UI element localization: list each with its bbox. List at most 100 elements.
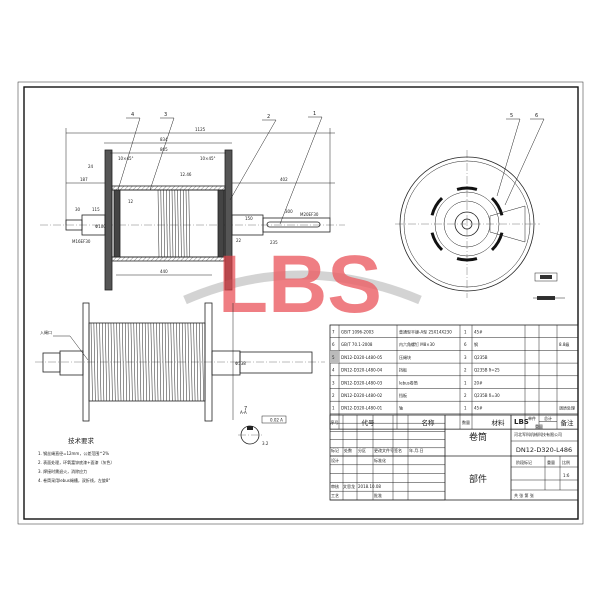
dimension-label: 300: [285, 209, 293, 214]
bom-row: 7 GB/T 1096-2003 普通型平键-A型 25X14X230 1 45#: [332, 329, 483, 335]
bom-header-qty: 数量: [462, 419, 470, 425]
tech-req-item: 2. 表面处理，环氧富锌底漆+面漆（灰色）: [38, 459, 114, 465]
bom-qty: 1: [464, 406, 467, 411]
bom-qty: 2: [464, 393, 467, 398]
bom-no: 6: [332, 342, 335, 347]
bom-material: 20#: [474, 380, 483, 385]
drawing-frame: [17, 81, 584, 525]
tech-req-item: 1. 钢丝绳直径=12mm，公差范围^2%: [38, 450, 109, 456]
dimension-label: M16EF30: [72, 239, 91, 244]
balloon-5: 5: [510, 113, 513, 119]
bom-name: 普通型平键-A型 25X14X230: [399, 329, 452, 335]
bom-name: 挡板: [399, 367, 407, 373]
bom-qty: 1: [464, 330, 467, 335]
bom-name: 内六角螺钉 M8×30: [399, 341, 435, 347]
weight-label: 重量: [547, 459, 555, 465]
bom-header-unit: 单件: [528, 415, 536, 421]
dimension-label: 805: [160, 147, 168, 152]
rev-header: 年.月.日: [409, 447, 424, 453]
rev-header: 处数: [344, 447, 352, 453]
drawing-number: DN12-D320-L486: [516, 446, 572, 454]
rev-header: 签名: [394, 447, 402, 453]
dimension-label: 150: [245, 216, 253, 221]
tech-req-item: 4. 卷筒采用lebus绳槽，双折线，左旋8°: [38, 477, 110, 483]
bom-code: GB/T 1096-2003: [341, 330, 374, 335]
bom-row: 6 GB/T 70.1-2008 内六角螺钉 M8×30 6 钢 8.8级: [332, 341, 569, 347]
dimension-label: 834: [160, 137, 168, 142]
balloon-1: 1: [313, 111, 316, 117]
lbs-watermark: LBS: [183, 239, 422, 330]
dimension-label: Φ538: [235, 361, 246, 366]
technical-requirements: 技术要求 1. 钢丝绳直径=12mm，公差范围^2% 2. 表面处理，环氧富锌底…: [38, 436, 114, 483]
review-label: 审核: [331, 483, 339, 489]
bom-header-remark: 备注: [561, 418, 575, 427]
bom-code: GB/T 70.1-2008: [341, 342, 373, 347]
outside-view: 入绳口: [35, 302, 325, 422]
bom-no: 5: [332, 355, 335, 360]
tech-req-title: 技术要求: [68, 436, 95, 445]
dimension-label: 440: [160, 269, 168, 274]
dimension-label: 30: [75, 207, 81, 212]
bom-no: 3: [332, 380, 335, 385]
bom-remark: 调质处理: [559, 405, 575, 411]
bom-qty: 3: [464, 355, 467, 360]
dimension-label: 22: [236, 238, 242, 243]
dimension-label: 235: [270, 240, 278, 245]
balloon-4: 4: [131, 112, 134, 118]
balloon-3: 3: [164, 112, 167, 118]
rev-header: 标记: [331, 447, 339, 453]
bom-no: 7: [332, 330, 335, 335]
company-name: 河北军科机械科技有限公司: [514, 431, 562, 437]
reviewer-name: 文思龙: [343, 483, 355, 489]
bom-material: 45#: [474, 406, 483, 411]
rev-header: 更改文件号: [374, 447, 394, 453]
dimension-label: 10×45°: [200, 156, 216, 161]
dimension-label: 12.46: [180, 172, 192, 177]
watermark-text: LBS: [218, 239, 382, 330]
front-section-view: [40, 116, 345, 291]
rev-header: 分区: [358, 447, 366, 453]
balloon-2: 2: [267, 114, 270, 120]
dimension-label: 10×45°: [118, 156, 134, 161]
dimension-label: 115: [92, 207, 100, 212]
part-name: 卷筒: [469, 431, 487, 443]
bom-name: 轴: [399, 405, 403, 411]
tech-req-item: 3. 焊接时需退火，消除应力: [38, 468, 87, 474]
bom-no: 1: [332, 406, 335, 411]
standardization-label: 标准化: [374, 457, 386, 463]
dimension-label: M20EF30: [300, 212, 319, 217]
bom-remark: 8.8级: [559, 341, 569, 347]
bom-code: DN12-D320-L480-03: [341, 380, 383, 385]
dimension-label: 1125: [195, 127, 206, 132]
bom-qty: 6: [464, 342, 467, 347]
bom-material: Q235B δ=25: [474, 368, 500, 373]
balloon-6: 6: [535, 113, 538, 119]
review-date: 2018.10.08: [358, 484, 381, 489]
section-a-a-detail: A-A 0.02 A 3.2: [238, 410, 287, 446]
bom-code: DN12-D320-L480-05: [341, 355, 383, 360]
part-type: 部件: [469, 473, 487, 485]
bom-qty: 2: [464, 368, 467, 373]
bom-code: DN12-D320-L480-01: [341, 406, 383, 411]
company-logo: LBS: [514, 418, 529, 426]
bom-header-no: 序号: [331, 419, 339, 425]
bom-name: lebus卷筒: [399, 379, 418, 385]
balloon-7: 7: [244, 406, 247, 412]
dimension-label: 187: [80, 177, 88, 182]
scale-value: 1:6: [563, 473, 570, 478]
roughness-value: 3.2: [262, 441, 269, 446]
sheet-count: 共 张 第 张: [514, 492, 534, 498]
bom-material: 钢: [474, 341, 478, 347]
bom-code: DN12-D320-L480-04: [341, 368, 383, 373]
bom-material: Q235B δ=30: [474, 393, 500, 398]
dimension-label: 402: [280, 177, 288, 182]
bom-name: 挡板: [399, 392, 407, 398]
bom-material: 45#: [474, 330, 483, 335]
process-label: 工艺: [331, 493, 339, 498]
